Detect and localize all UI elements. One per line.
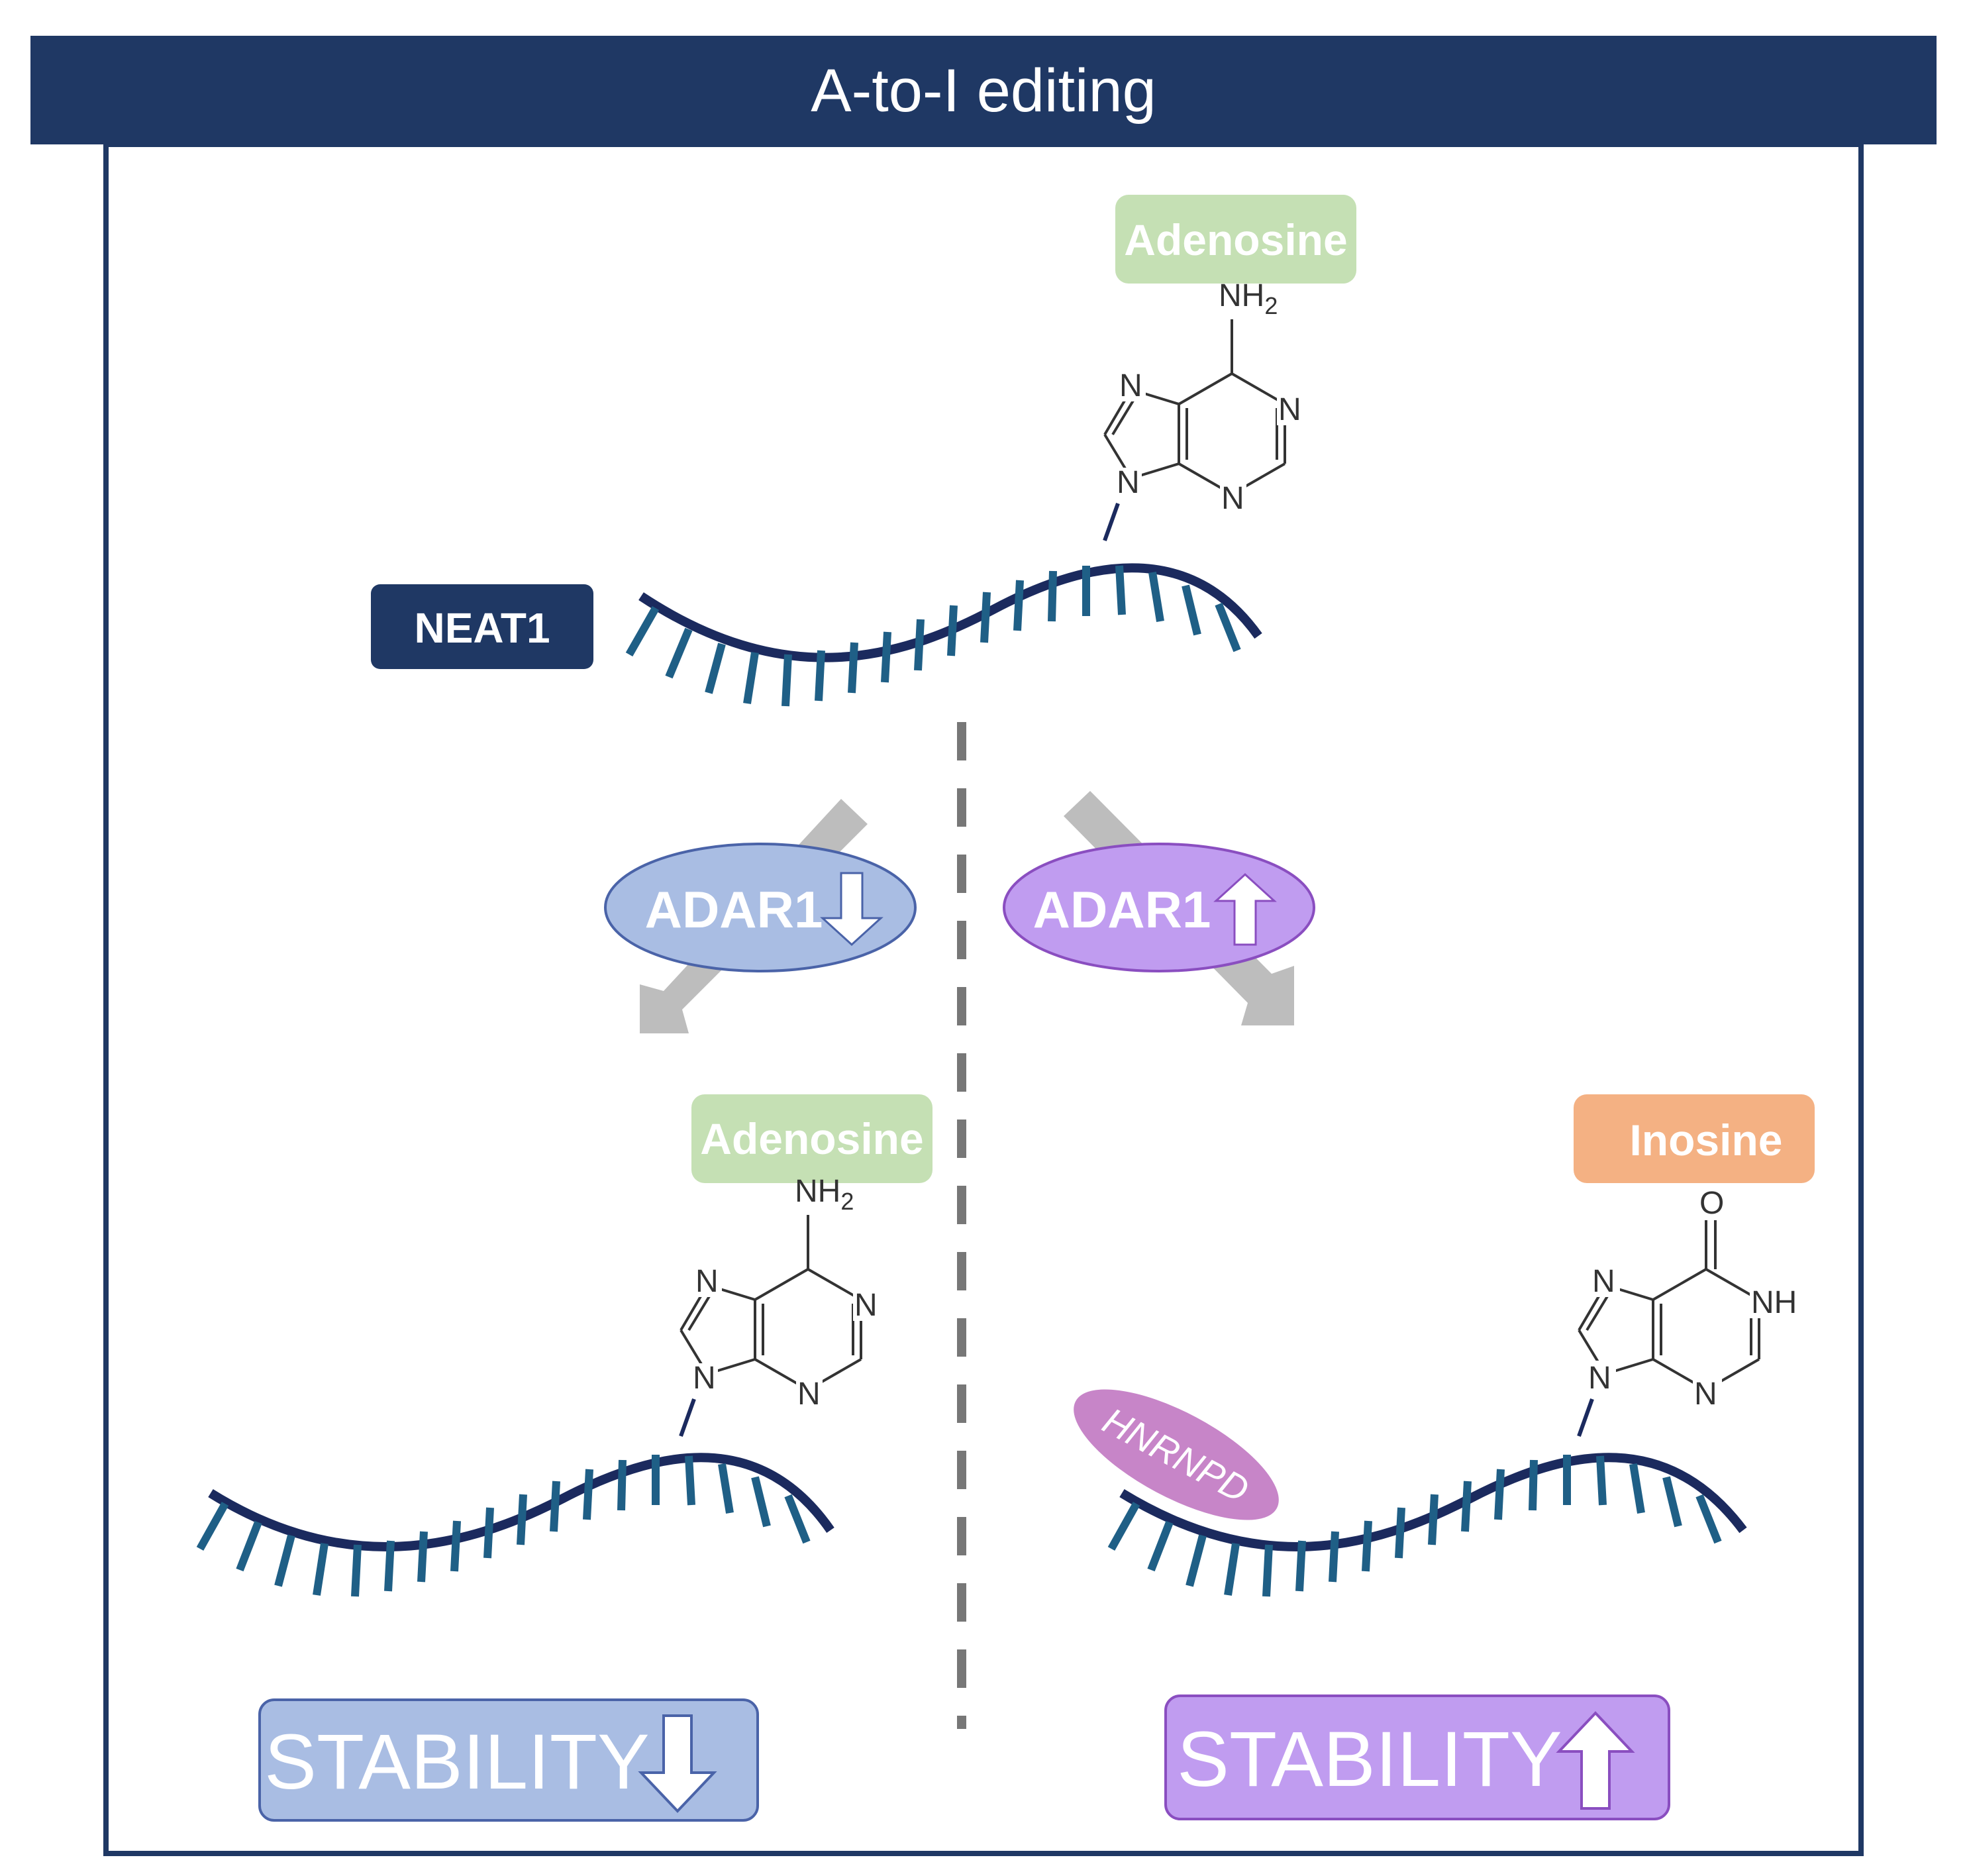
left-n9: N xyxy=(693,1361,716,1396)
left-adenosine-text: Adenosine xyxy=(700,1114,923,1163)
svg-text:NH2: NH2 xyxy=(795,1174,854,1215)
right-stability-text: STABILITY xyxy=(1177,1716,1562,1803)
right-adar1-text: ADAR1 xyxy=(1033,880,1211,939)
svg-text:NH2: NH2 xyxy=(1219,278,1278,319)
right-adar1-up-arrow xyxy=(1213,872,1277,946)
inosine-o: O xyxy=(1699,1186,1724,1221)
left-n7: N xyxy=(695,1264,719,1299)
top-rna-strand xyxy=(625,563,1262,707)
right-rna-strand xyxy=(1107,1453,1747,1597)
top-adenosine-text: Adenosine xyxy=(1124,215,1347,264)
top-n1: N xyxy=(1278,392,1301,427)
inosine-n9: N xyxy=(1588,1361,1611,1396)
header-title: A-to-I editing xyxy=(811,57,1156,125)
right-stability-box xyxy=(1164,1694,1670,1820)
left-adar1-down-arrow xyxy=(820,872,883,947)
left-nh2-sub: 2 xyxy=(840,1188,854,1215)
top-n7: N xyxy=(1119,368,1142,403)
left-rna-strand xyxy=(196,1453,834,1597)
neat1-text: NEAT1 xyxy=(414,604,550,652)
left-stability-text: STABILITY xyxy=(264,1718,649,1806)
left-nh2-text: NH xyxy=(795,1174,840,1209)
inosine-n3: N xyxy=(1694,1377,1717,1412)
top-nh2-text: NH xyxy=(1219,278,1264,313)
left-n3: N xyxy=(797,1377,821,1412)
inosine-text: Inosine xyxy=(1629,1116,1782,1165)
top-nh2-sub: 2 xyxy=(1264,292,1278,319)
left-adar1-text: ADAR1 xyxy=(645,880,823,939)
header-bar xyxy=(30,36,1937,144)
left-adenosine-label xyxy=(691,1094,933,1183)
left-adar1-ellipse xyxy=(604,843,917,972)
top-n9: N xyxy=(1117,465,1140,500)
left-stability-down-arrow xyxy=(638,1714,717,1813)
diagram-frame xyxy=(103,142,1864,1856)
right-stability-up-arrow xyxy=(1556,1711,1635,1810)
left-n1: N xyxy=(854,1288,878,1323)
inosine-n7: N xyxy=(1592,1264,1615,1299)
inosine-label xyxy=(1574,1094,1815,1183)
top-adenosine-structure: NH2 N N N N xyxy=(1103,278,1303,542)
top-n3: N xyxy=(1221,481,1244,516)
left-stability-box xyxy=(258,1698,759,1822)
inosine-nh: NH xyxy=(1751,1285,1797,1320)
neat1-label xyxy=(371,584,593,669)
inosine-structure: O N NH N N xyxy=(1577,1186,1805,1437)
left-adenosine-structure: NH2 N N N N xyxy=(679,1174,880,1437)
top-adenosine-label xyxy=(1115,195,1356,284)
